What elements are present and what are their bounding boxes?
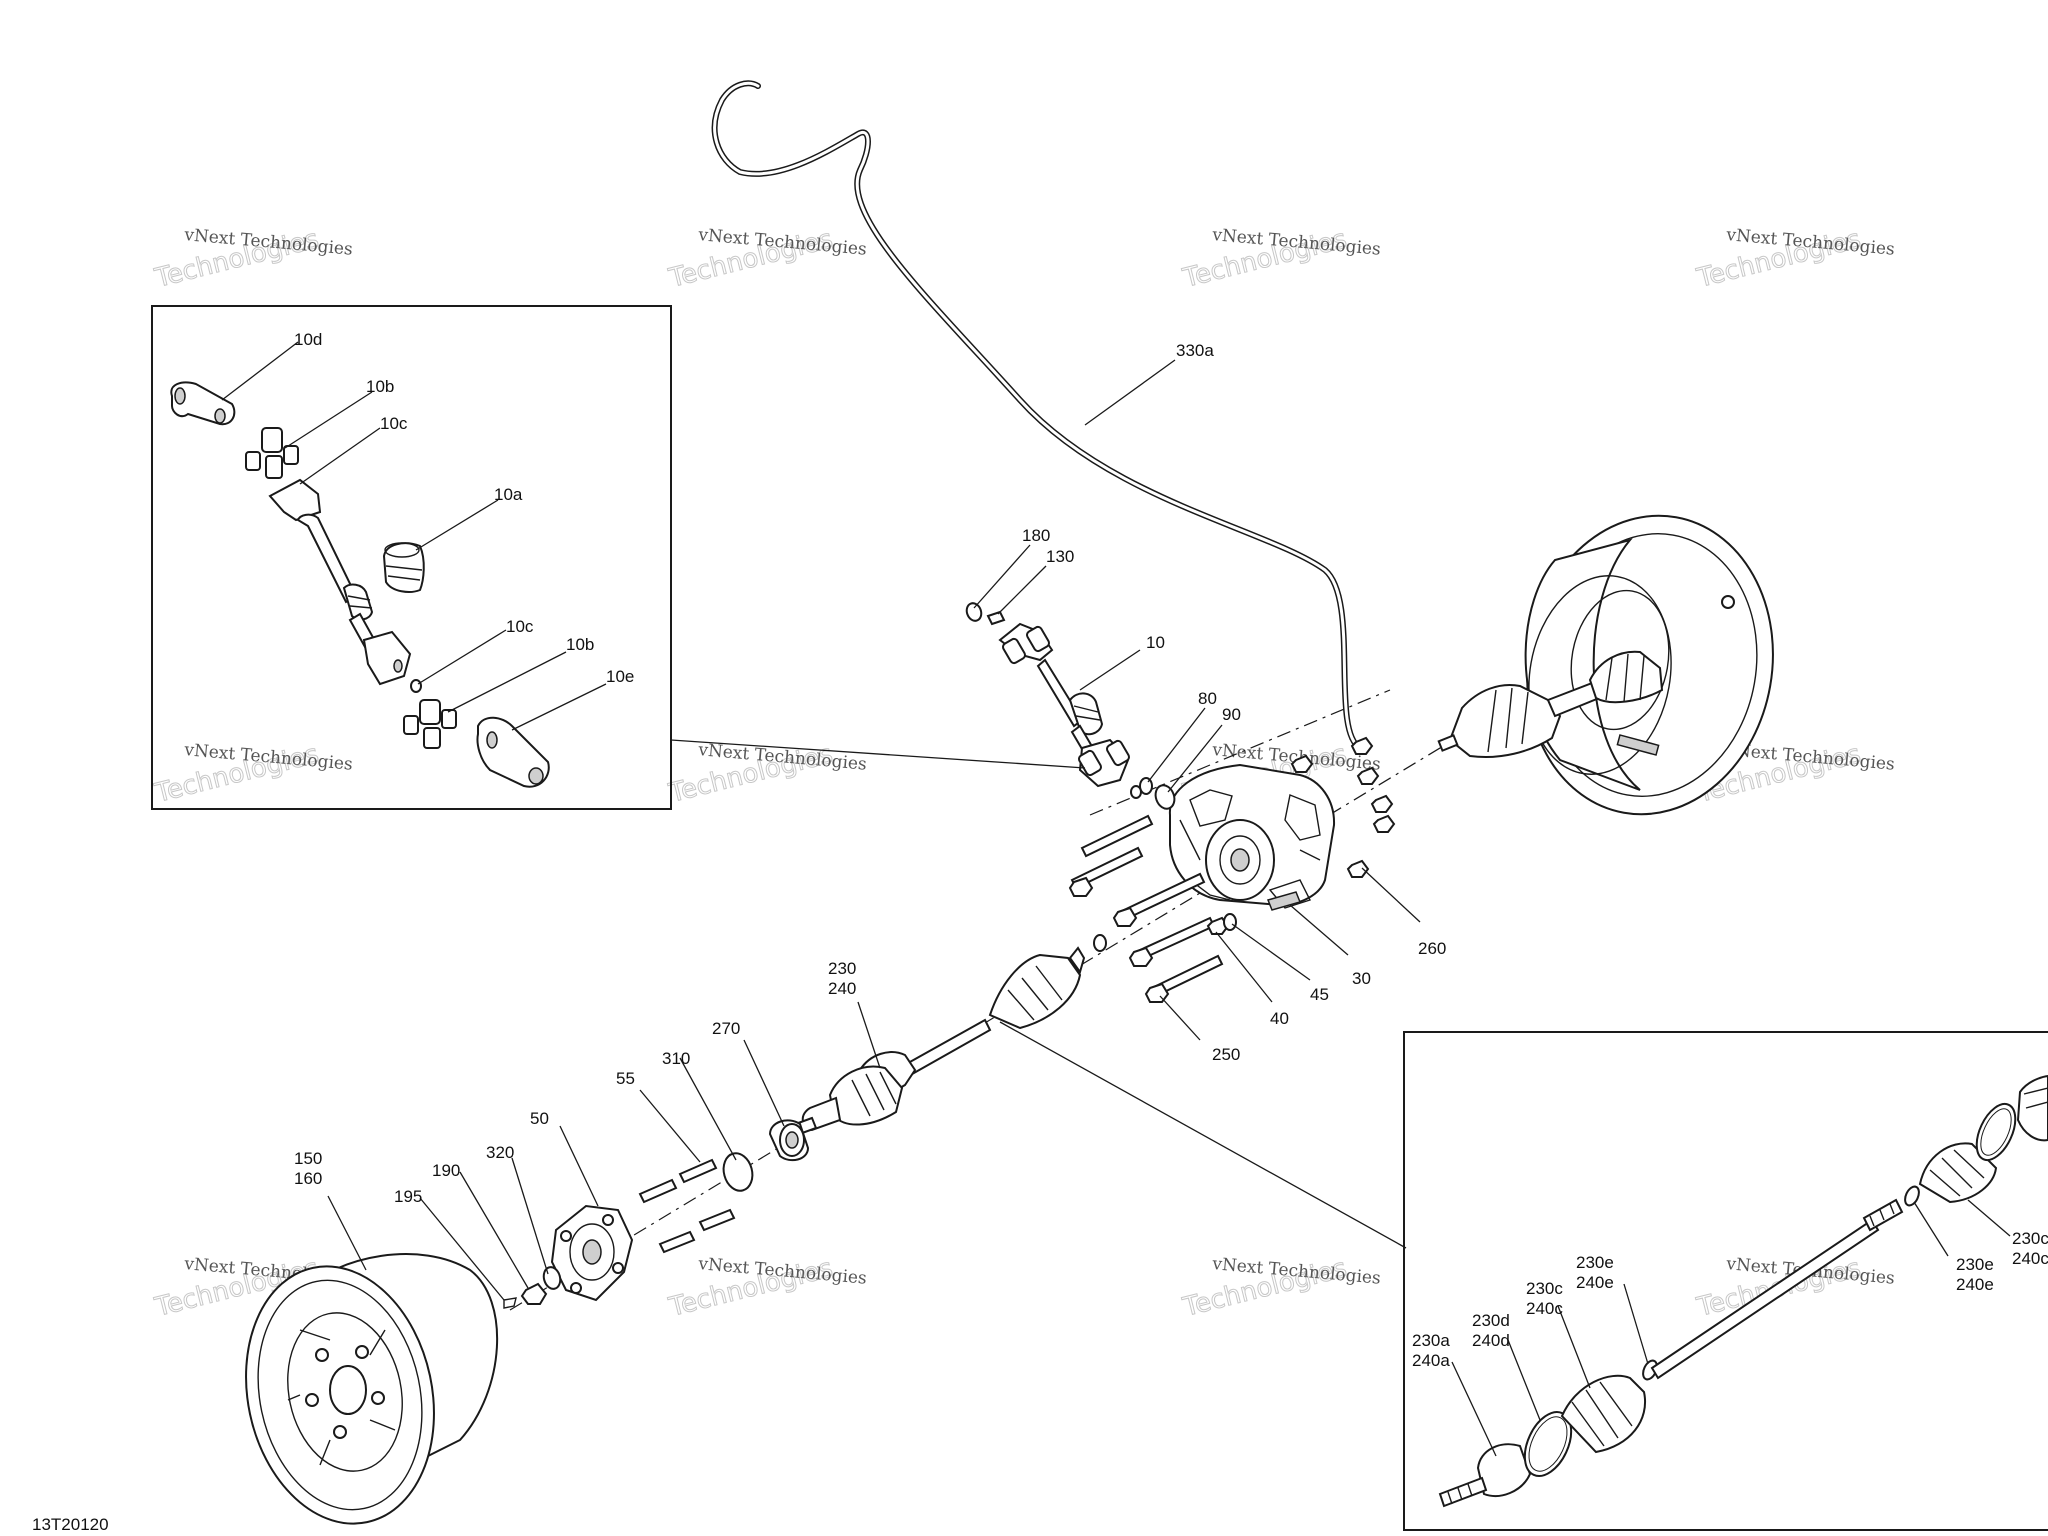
callout-10d: 10d (294, 330, 322, 349)
cotter-pin-195 (503, 1297, 517, 1309)
callout-80: 80 (1198, 689, 1217, 708)
watermark: Technologies vNext Technologies (1693, 1253, 1896, 1324)
watermark: Technologies vNext Technologies (1693, 224, 1896, 295)
inset-propeller-shaft-detail (151, 305, 1086, 810)
small-washer (1093, 934, 1107, 952)
wheel-stud-55 (638, 1158, 736, 1254)
circlip-180 (965, 602, 983, 622)
callout-240: 240 (828, 979, 856, 998)
callout-250: 250 (1212, 1045, 1240, 1064)
callout-160: 160 (294, 1169, 322, 1188)
callout-30: 30 (1352, 969, 1371, 988)
callout-240c-right: 240c (2012, 1249, 2048, 1268)
breather-tube (711, 80, 1363, 751)
differential-housing (1168, 763, 1336, 911)
leader-lines (221, 341, 2011, 1457)
callout-190: 190 (432, 1161, 460, 1180)
callout-240d: 240d (1472, 1331, 1510, 1350)
callout-10b: 10b (366, 377, 394, 396)
boot-230c-right (1918, 1142, 1998, 1204)
callout-230c: 230c (1526, 1279, 1563, 1298)
front-wheel (245, 1253, 499, 1525)
cv-joint-230a (1438, 1443, 1532, 1508)
callout-40: 40 (1270, 1009, 1289, 1028)
left-drive-shaft (788, 946, 1086, 1138)
spring-130 (986, 610, 1006, 626)
bolt-250 (1068, 814, 1224, 1003)
propeller-shaft (998, 622, 1130, 788)
clamp-230d-right (1975, 1102, 2017, 1162)
callout-50: 50 (530, 1109, 549, 1128)
yoke-10d (170, 381, 236, 426)
inset-drive-shaft-detail (999, 1021, 2048, 1531)
callout-330a: 330a (1176, 341, 1214, 360)
watermark: Technologies vNext Technologies (1179, 1253, 1382, 1324)
watermark: Technologies vNext Technologies (665, 1253, 868, 1324)
callout-10c-lower: 10c (506, 617, 534, 636)
callout-10: 10 (1146, 633, 1165, 652)
right-drive-shaft (1437, 650, 1664, 759)
callout-240e-right: 240e (1956, 1275, 1994, 1294)
callout-230d: 230d (1472, 1311, 1510, 1330)
seal-80 (1130, 777, 1153, 799)
callout-130: 130 (1046, 547, 1074, 566)
figure-code: 13T20120 (32, 1515, 109, 1534)
callout-10c: 10c (380, 414, 408, 433)
circlip-310 (722, 1152, 754, 1192)
shaft-10a (268, 478, 412, 686)
callout-195: 195 (394, 1187, 422, 1206)
callout-270: 270 (712, 1019, 740, 1038)
callout-230: 230 (828, 959, 856, 978)
callout-55: 55 (616, 1069, 635, 1088)
callout-240c: 240c (1526, 1299, 1563, 1318)
washer-45 (1223, 913, 1237, 931)
nut-260 (1290, 736, 1396, 878)
callout-10b-lower: 10b (566, 635, 594, 654)
boot-10a (382, 542, 425, 593)
callout-150: 150 (294, 1149, 322, 1168)
cross-10b (245, 427, 299, 479)
callout-230c-right: 230c (2012, 1229, 2048, 1248)
cv-joint-right (2016, 1074, 2048, 1142)
callout-230e: 230e (1576, 1253, 1614, 1272)
yoke-10e (476, 716, 550, 788)
clip-10c-lower (410, 679, 422, 693)
callout-310: 310 (662, 1049, 690, 1068)
seal-90 (1154, 784, 1176, 810)
wheel-hub-50 (550, 1204, 634, 1302)
callout-320: 320 (486, 1143, 514, 1162)
bearing-270 (768, 1119, 810, 1162)
watermark: Technologies vNext Technologies (665, 739, 868, 810)
circlip-230e-right (1904, 1185, 1920, 1207)
cross-10b-lower (403, 699, 457, 749)
watermark: Technologies vNext Technologies (151, 739, 354, 810)
axle-shaft (1650, 1198, 1904, 1380)
callout-45: 45 (1310, 985, 1329, 1004)
callout-10e: 10e (606, 667, 634, 686)
callout-10a: 10a (494, 485, 523, 504)
callout-230a: 230a (1412, 1331, 1450, 1350)
nut-190 (520, 1282, 548, 1305)
watermark: Technologies vNext Technologies (151, 224, 354, 295)
callout-labels: 330a 180 130 10 80 90 260 30 45 40 250 2… (32, 330, 2048, 1534)
callout-260: 260 (1418, 939, 1446, 958)
callout-240e: 240e (1576, 1273, 1614, 1292)
callout-180: 180 (1022, 526, 1050, 545)
watermark: Technologies vNext Technologies (665, 224, 868, 295)
callout-230e-right: 230e (1956, 1255, 1994, 1274)
callout-90: 90 (1222, 705, 1241, 724)
watermark: Technologies vNext Technologies (1179, 224, 1382, 295)
boot-230c (1560, 1374, 1647, 1454)
callout-240a: 240a (1412, 1351, 1450, 1370)
